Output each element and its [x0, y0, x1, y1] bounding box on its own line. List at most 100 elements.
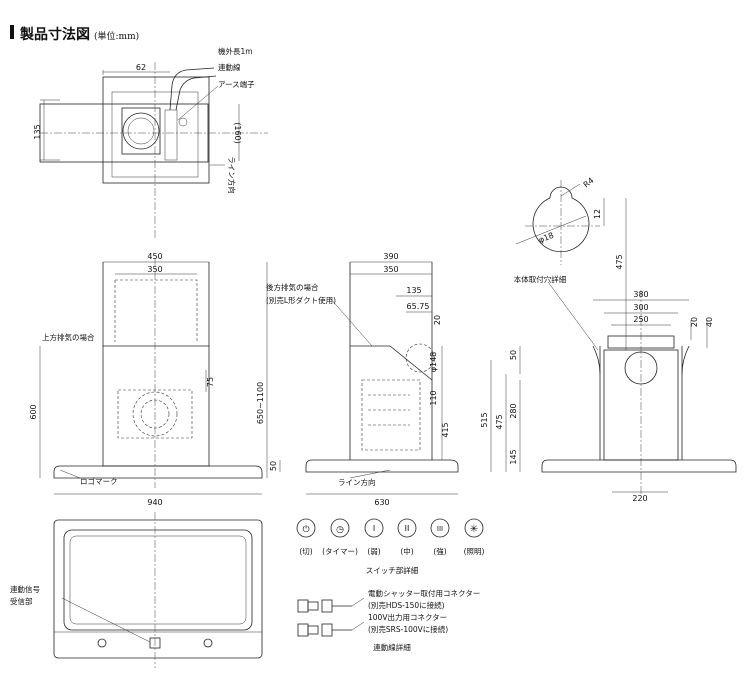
- dim-600: 600: [29, 404, 38, 419]
- side-filter-dashed: [361, 379, 421, 451]
- label-line-direction-top: ライン方向: [227, 156, 237, 194]
- label-receiver-2: 受信部: [10, 596, 33, 606]
- rear-view: 380 300 250 20 40 50 515 475 280 145 220: [480, 290, 737, 503]
- logo-leader: [59, 469, 81, 479]
- fan-mid-icon: II: [405, 524, 410, 533]
- connector-shutter: 電動シャッター取付用コネクター (別売HDS-150に接続): [297, 588, 480, 613]
- switch-label-high: (強): [433, 546, 446, 556]
- dim-390: 390: [383, 252, 398, 261]
- dim-450: 450: [147, 252, 162, 261]
- bottom-light-right: [203, 638, 213, 648]
- switch-high: III (強): [430, 518, 450, 556]
- dim-280: 280: [509, 403, 518, 418]
- bottom-light-left: [97, 638, 107, 648]
- dim-160: (160): [233, 122, 242, 144]
- dim-350-side: 350: [383, 265, 398, 274]
- hole-keyhole-shape: [532, 186, 590, 253]
- label-logo-mark: ロゴマーク: [80, 476, 118, 486]
- top-view-earth-terminal: [178, 117, 188, 127]
- label-rear-exhaust: 後方排気の場合: [266, 282, 319, 292]
- dim-220: 220: [632, 494, 647, 503]
- power-icon: ⏻: [302, 524, 309, 535]
- hole-phi18-line: [515, 215, 587, 245]
- top-view-duct-frame: [121, 107, 161, 155]
- connector-socket-icon: [297, 623, 309, 637]
- switch-label-low: (弱): [367, 547, 380, 556]
- switch-label-off: (切): [299, 547, 312, 556]
- label-line-direction-side: ライン方向: [338, 477, 376, 487]
- dim-940: 940: [147, 498, 162, 507]
- dim-475-rear: 475: [495, 414, 504, 429]
- drawing-title: 製品寸法図 (単位:mm): [10, 24, 139, 44]
- title-text: 製品寸法図: [20, 27, 90, 43]
- dim-50-rear: 50: [509, 350, 518, 360]
- dim-515: 515: [480, 412, 489, 427]
- switch-timer: ◷ (タイマー): [322, 518, 358, 556]
- unit-note: (単位:mm): [94, 32, 140, 42]
- dim-350: 350: [147, 265, 162, 274]
- connector-100v-note: (別売SRS-100Vに接続): [368, 624, 448, 634]
- top-view: 62 135 (160) 機外長1m 連動線 アース端子 ライン方向: [33, 46, 268, 238]
- dim-20-rear: 20: [690, 317, 699, 327]
- top-view-duct-inner: [127, 117, 155, 145]
- light-icon: ✳: [470, 524, 478, 535]
- switch-label-timer: (タイマー): [322, 547, 358, 556]
- hole-detail: R4 φ18 12 475 本体取付穴詳細: [514, 176, 627, 351]
- front-duct-inner: [114, 279, 198, 342]
- dim-75: 75: [206, 377, 215, 387]
- dim-135-side: 135: [406, 286, 421, 295]
- label-earth-terminal: アース端子: [218, 79, 255, 89]
- dim-phi18: φ18: [537, 231, 555, 245]
- receiver-leader: [61, 597, 151, 643]
- dim-250: 250: [633, 315, 648, 324]
- bottom-panel-outer: [53, 519, 263, 659]
- connector-shutter-note: (別売HDS-150に接続): [368, 600, 445, 610]
- top-view-duct-ring: [122, 112, 160, 150]
- earth-leader: [177, 85, 219, 121]
- dim-12: 12: [593, 209, 602, 219]
- dim-phi148: φ148: [429, 352, 438, 373]
- switch-caption: スイッチ部詳細: [366, 565, 419, 575]
- top-view-body: [102, 76, 210, 184]
- rear-bottom-panel: [541, 459, 737, 473]
- dim-110: 110: [429, 390, 438, 405]
- connector-plug-icon: [297, 599, 309, 613]
- fan-low-icon: I: [373, 524, 375, 533]
- switch-label-mid: (中): [400, 546, 413, 556]
- switch-detail: ⏻ (切) ◷ (タイマー) I (弱) II (中) III (強): [296, 518, 485, 575]
- rear-sides: [599, 346, 683, 460]
- dim-40: 40: [705, 317, 714, 327]
- switch-light: ✳ (照明): [464, 518, 485, 556]
- dim-145: 145: [509, 449, 518, 464]
- switch-label-light: (照明): [464, 547, 485, 556]
- dim-475-hole: 475: [615, 254, 624, 269]
- connector-shutter-name: 電動シャッター取付用コネクター: [368, 588, 480, 598]
- connector-caption: 連動線詳細: [373, 642, 411, 652]
- label-hole-detail: 本体取付穴詳細: [514, 274, 567, 284]
- switch-low: I (弱): [364, 518, 384, 556]
- bottom-filter-frame: [63, 529, 253, 631]
- rear-exhaust-leader: [329, 297, 373, 347]
- dim-50-side: 50: [269, 461, 278, 471]
- connector-detail: 電動シャッター取付用コネクター (別売HDS-150に接続) 100V出力用コネ…: [297, 588, 480, 652]
- connector-100v-name: 100V出力用コネクター: [368, 612, 447, 622]
- front-view: 450 350 75 600 650~1100 940 上方排気の場合 ロゴマー…: [29, 252, 268, 507]
- front-hood-body: [102, 345, 210, 467]
- cord-path: [169, 67, 215, 111]
- switch-off: ⏻ (切): [296, 518, 316, 556]
- dim-r4: R4: [582, 176, 596, 190]
- line-direction-leader: [349, 469, 391, 479]
- front-bottom-panel: [53, 465, 263, 479]
- dim-415: 415: [441, 422, 450, 437]
- dim-630: 630: [374, 498, 389, 507]
- label-receiver-1: 連動信号: [10, 584, 40, 594]
- side-duct-phi148: [405, 343, 435, 373]
- side-slope-top: [350, 345, 433, 381]
- dim-65-75: 65.75: [407, 302, 430, 311]
- connector-100v: 100V出力用コネクター (別売SRS-100Vに接続): [297, 612, 448, 637]
- bottom-view: 連動信号 受信部: [10, 512, 263, 668]
- label-top-exhaust: 上方排気の場合: [42, 332, 95, 342]
- label-rear-exhaust-note: (別売L形ダクト使用): [266, 295, 336, 305]
- dim-62: 62: [136, 63, 146, 72]
